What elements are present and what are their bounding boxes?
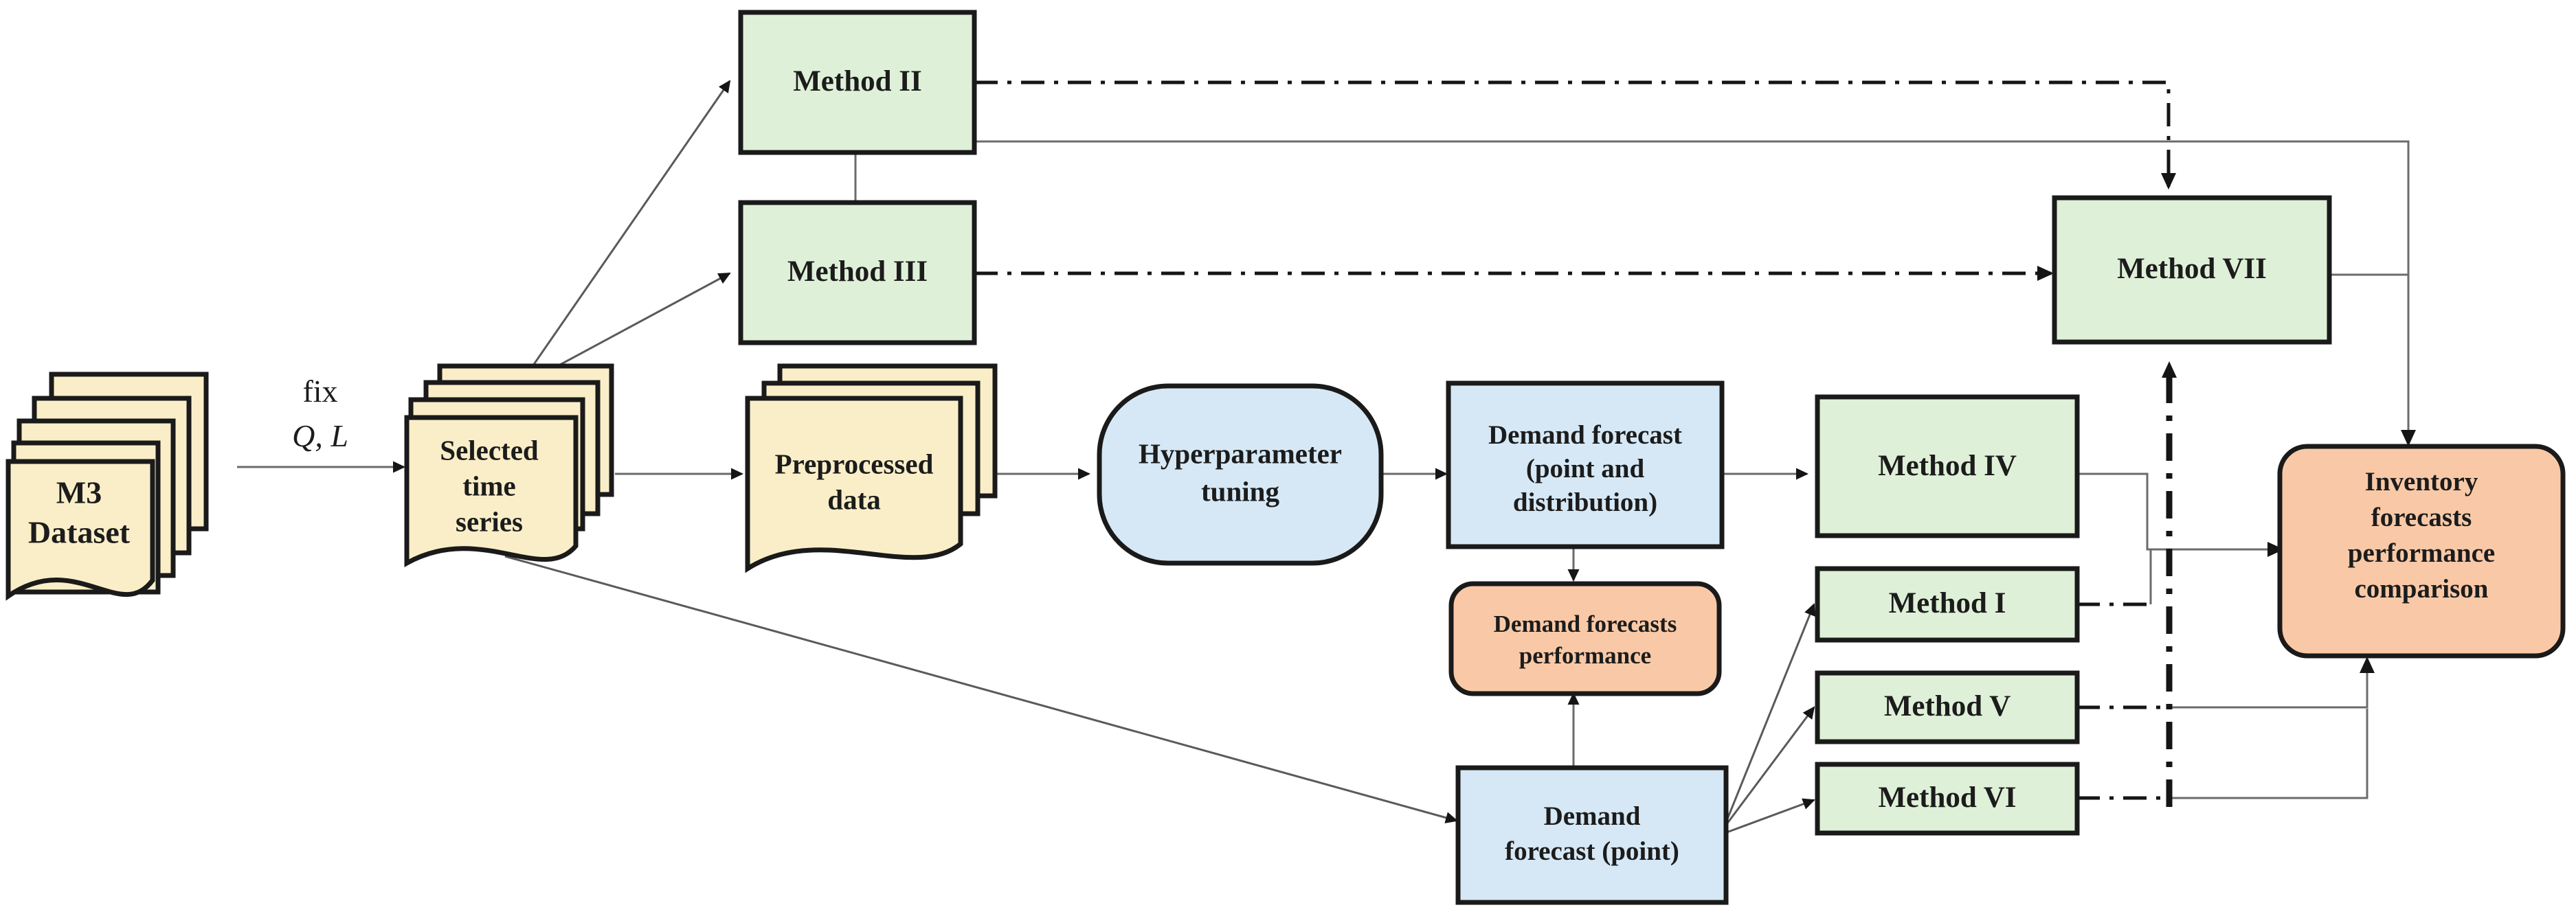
node-method-ii[interactable]: Method II <box>738 10 977 155</box>
edge-method-ii-to-method-vii <box>974 80 2176 190</box>
demand-point-line1: Demand <box>1544 801 1641 831</box>
method-v-label: Method V <box>1884 690 2011 722</box>
preprocessed-line1: Preprocessed <box>775 448 934 479</box>
m3-dataset-line2: Dataset <box>28 515 131 550</box>
node-method-vii[interactable]: Method VII <box>2052 195 2332 345</box>
node-method-i[interactable]: Method I <box>1815 566 2080 643</box>
node-method-iv[interactable]: Method IV <box>1815 394 2080 538</box>
node-demand-forecasts-performance[interactable]: Demand forecasts performance <box>1448 581 1722 696</box>
inventory-line2: forecasts <box>2371 503 2472 532</box>
edge-label-q-l: Q, L <box>292 418 348 453</box>
inventory-line3: performance <box>2348 538 2495 568</box>
method-vi-label: Method VI <box>1878 782 2016 814</box>
node-preprocessed-data[interactable]: Preprocessed data <box>745 363 998 573</box>
edge-method-vi-to-inventory <box>2076 709 2368 800</box>
selected-series-line1: Selected <box>440 434 539 466</box>
edge-label-fix: fix <box>302 374 337 409</box>
node-hyperparameter-tuning[interactable]: Hyperparameter tuning <box>1097 383 1384 566</box>
demand-dist-line3: distribution) <box>1513 488 1657 517</box>
node-demand-forecast-point[interactable]: Demand forecast (point) <box>1455 765 1729 905</box>
preprocessed-line2: data <box>827 483 880 515</box>
method-iii-label: Method III <box>787 255 928 288</box>
edge-method-iv-to-inventory <box>2076 472 2284 557</box>
node-method-v[interactable]: Method V <box>1815 670 2080 744</box>
hyperparam-line1: Hyperparameter <box>1139 437 1342 469</box>
demand-dist-line2: (point and <box>1526 454 1645 483</box>
demand-dist-line1: Demand forecast <box>1488 420 1682 450</box>
edge-method-v-to-inventory <box>2076 657 2375 709</box>
edge-method-ii-to-inventory <box>974 140 2416 446</box>
edge-demand-point-to-method-v <box>1725 706 1815 825</box>
edge-selected-to-method-ii <box>521 80 731 382</box>
node-selected-time-series[interactable]: Selected time series <box>404 363 614 567</box>
selected-series-line2: time <box>462 470 515 501</box>
selected-series-line3: series <box>456 505 523 537</box>
method-iv-label: Method IV <box>1878 450 2017 482</box>
inventory-line4: comparison <box>2355 574 2489 604</box>
demand-perf-line1: Demand forecasts <box>1494 611 1677 637</box>
node-method-vi[interactable]: Method VI <box>1815 762 2080 836</box>
edge-method-i-to-inventory <box>2076 549 2152 606</box>
hyperparam-line2: tuning <box>1201 475 1279 507</box>
node-method-iii[interactable]: Method III <box>738 200 977 345</box>
method-vii-label: Method VII <box>2117 253 2267 285</box>
edge-selected-to-demand-point <box>504 555 1458 823</box>
edge-demand-point-to-method-vi <box>1726 798 1815 834</box>
node-m3-dataset[interactable]: M3 Dataset <box>5 372 209 601</box>
method-i-label: Method I <box>1889 587 2006 619</box>
inventory-line1: Inventory <box>2365 467 2478 497</box>
m3-dataset-line1: M3 <box>56 475 102 510</box>
method-ii-label: Method II <box>793 65 922 98</box>
edge-demand-point-to-method-i <box>1725 603 1815 821</box>
node-demand-forecast-distribution[interactable]: Demand forecast (point and distribution) <box>1446 380 1725 549</box>
demand-point-line2: forecast (point) <box>1505 836 1679 866</box>
node-inventory-forecasts-performance[interactable]: Inventory forecasts performance comparis… <box>2277 444 2566 659</box>
demand-perf-line2: performance <box>1519 642 1651 669</box>
